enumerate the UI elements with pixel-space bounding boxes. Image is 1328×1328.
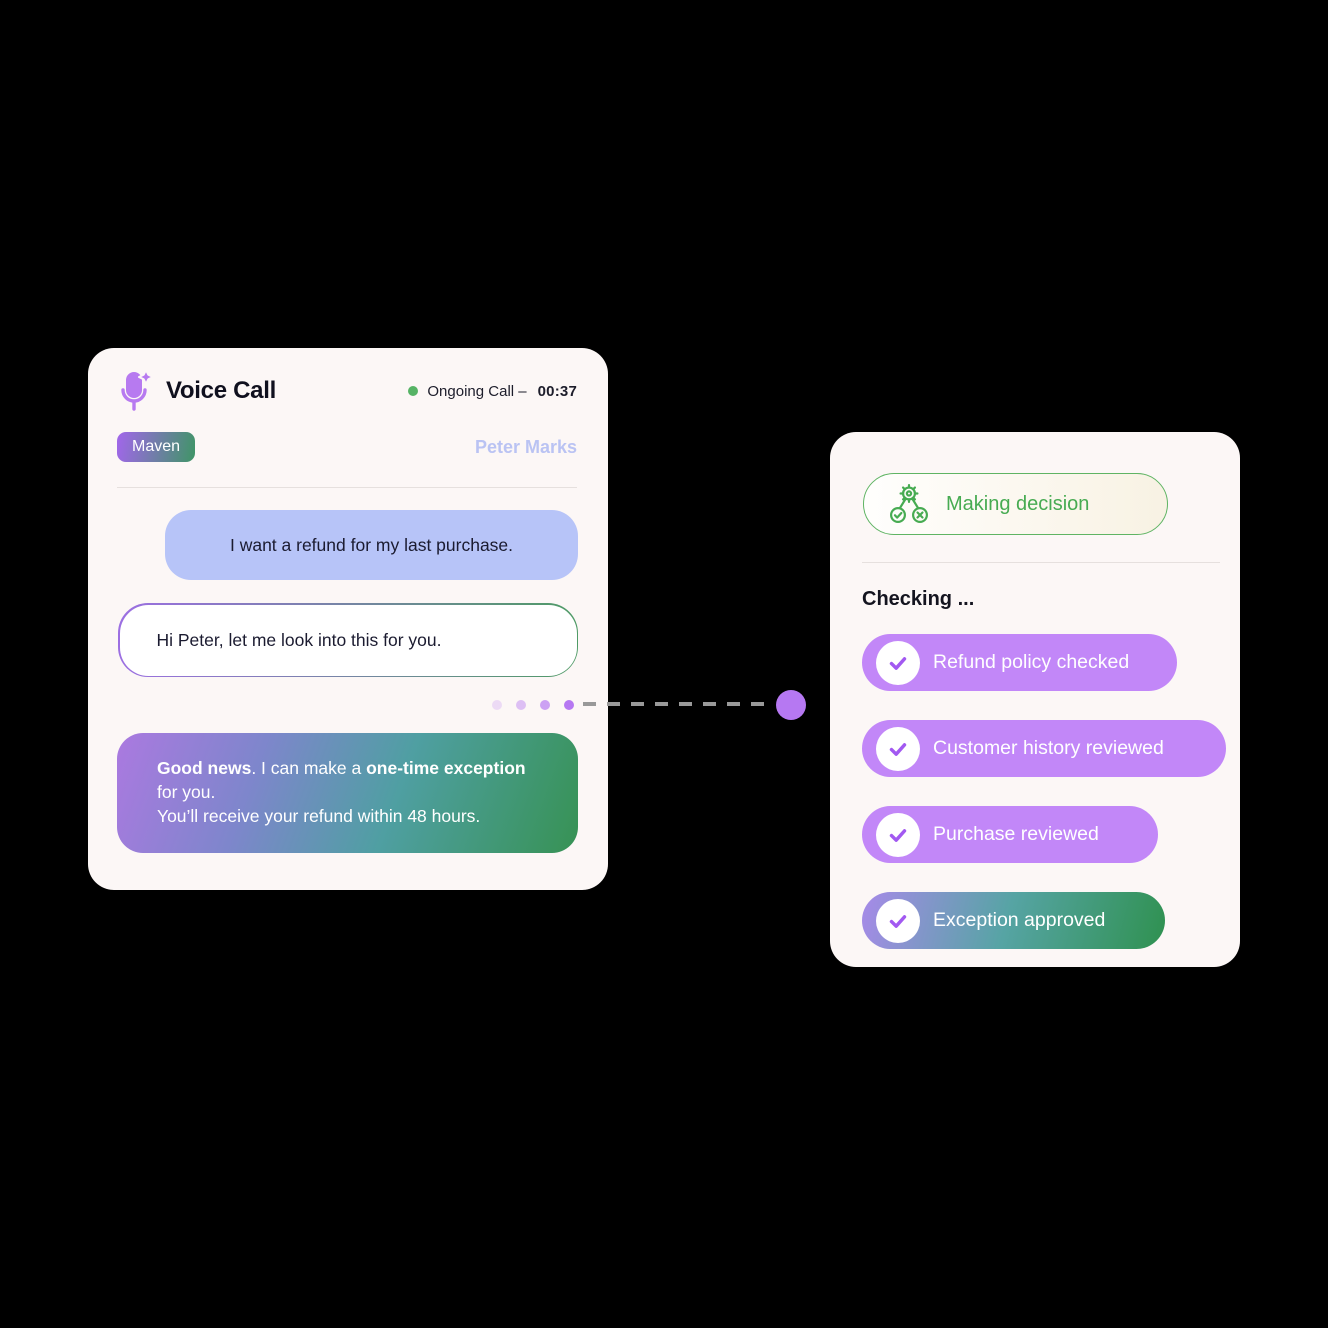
- checking-heading: Checking ...: [862, 588, 975, 610]
- agent-resolution-bubble: Good news. I can make a one-time excepti…: [117, 733, 578, 853]
- check-item-label: Refund policy checked: [933, 651, 1130, 673]
- check-item-purchase: Purchase reviewed: [862, 806, 1158, 863]
- check-item-customer-history: Customer history reviewed: [862, 720, 1226, 777]
- user-message-text: I want a refund for my last purchase.: [229, 534, 514, 555]
- user-message-bubble: I want a refund for my last purchase.: [165, 510, 578, 580]
- check-icon: [876, 640, 920, 685]
- decision-card: Making decision Checking ... Refund poli…: [830, 432, 1240, 967]
- agent-resolution-text: Good news. I can make a one-time excepti…: [157, 758, 526, 826]
- check-item-exception-approved: Exception approved: [862, 892, 1165, 949]
- check-item-label: Purchase reviewed: [933, 823, 1099, 845]
- caller-name: Peter Marks: [474, 436, 577, 457]
- connector-endpoint-dot: [776, 690, 806, 720]
- connector-dashed-line: [583, 702, 773, 706]
- agent-message-bubble: Hi Peter, let me look into this for you.: [118, 603, 578, 677]
- making-decision-chip: Making decision: [863, 473, 1168, 535]
- decision-tree-icon: [886, 482, 932, 526]
- check-item-label: Customer history reviewed: [933, 737, 1164, 759]
- ongoing-call-status-dot: [408, 386, 419, 396]
- microphone-sparkle-icon: [117, 368, 157, 414]
- check-icon: [876, 898, 920, 943]
- header-divider: [117, 487, 577, 488]
- call-status: Ongoing Call – 00:37: [408, 383, 577, 400]
- check-icon: [876, 726, 920, 771]
- check-item-refund-policy: Refund policy checked: [862, 634, 1177, 691]
- voice-call-card: Voice Call Ongoing Call – 00:37 Maven Pe…: [88, 348, 608, 890]
- typing-indicator-dots: [492, 700, 574, 710]
- call-timer: 00:37: [537, 382, 577, 400]
- voice-call-title: Voice Call: [166, 377, 276, 404]
- ongoing-call-label: Ongoing Call –: [427, 382, 527, 400]
- check-icon: [876, 812, 920, 857]
- agent-message-text: Hi Peter, let me look into this for you.: [156, 629, 442, 650]
- check-item-label: Exception approved: [933, 909, 1106, 931]
- agent-badge: Maven: [117, 432, 196, 462]
- voice-call-header: Voice Call Ongoing Call – 00:37: [117, 368, 577, 414]
- decision-divider: [862, 562, 1220, 563]
- participants-row: Maven Peter Marks: [117, 432, 577, 462]
- making-decision-label: Making decision: [946, 492, 1090, 515]
